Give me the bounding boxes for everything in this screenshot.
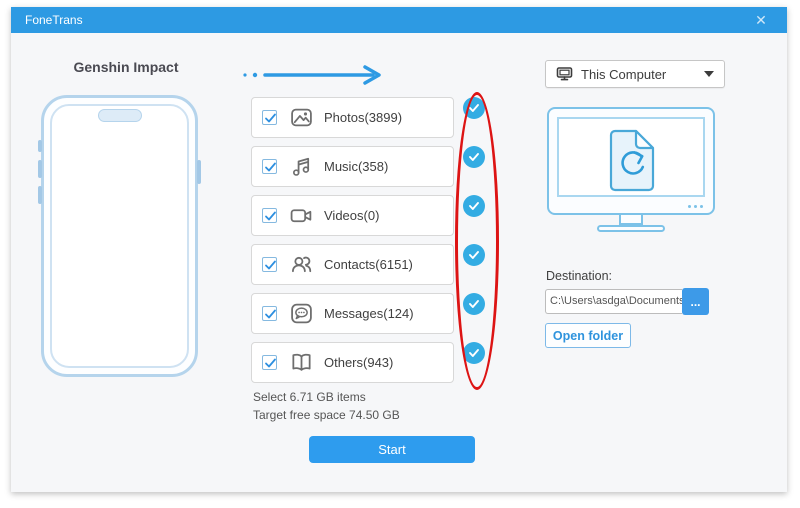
messages-checkbox[interactable] — [262, 306, 277, 321]
chevron-down-icon — [704, 71, 714, 77]
monitor-icon — [556, 66, 573, 82]
category-row-videos[interactable]: Videos(0) — [251, 195, 454, 236]
category-row-photos[interactable]: Photos(3899) — [251, 97, 454, 138]
selected-size-text: Select 6.71 GB items — [253, 390, 366, 404]
music-icon — [290, 155, 313, 178]
monitor-stand-neck — [619, 215, 643, 225]
app-window: FoneTrans ✕ Genshin Impact Photos(3899 — [11, 7, 787, 492]
phone-illustration — [38, 95, 201, 377]
destination-path-field[interactable]: C:\Users\asdga\Documents\ — [545, 289, 682, 314]
videos-checkbox[interactable] — [262, 208, 277, 223]
target-device-dropdown[interactable]: This Computer — [545, 60, 725, 88]
category-row-others[interactable]: Others(943) — [251, 342, 454, 383]
title-bar: FoneTrans ✕ — [11, 7, 787, 33]
category-label: Messages(124) — [324, 306, 414, 321]
photos-icon — [290, 106, 313, 129]
others-checkbox[interactable] — [262, 355, 277, 370]
sync-file-icon — [606, 129, 656, 198]
category-row-music[interactable]: Music(358) — [251, 146, 454, 187]
others-icon — [290, 351, 313, 374]
phone-screen — [50, 104, 189, 368]
destination-label: Destination: — [546, 269, 613, 283]
messages-icon — [290, 302, 313, 325]
check-circle-others-icon — [463, 342, 485, 364]
selection-summary: Select 6.71 GB items Target free space 7… — [253, 388, 400, 424]
start-button[interactable]: Start — [309, 436, 475, 463]
contacts-icon — [290, 253, 313, 276]
phone-power-button — [197, 160, 201, 184]
open-folder-button[interactable]: Open folder — [545, 323, 631, 348]
category-list: Photos(3899) Music(358) Videos(0) — [251, 97, 454, 391]
category-row-contacts[interactable]: Contacts(6151) — [251, 244, 454, 285]
category-row-messages[interactable]: Messages(124) — [251, 293, 454, 334]
category-label: Videos(0) — [324, 208, 380, 223]
videos-icon — [290, 204, 313, 227]
browse-button[interactable]: ... — [682, 288, 709, 315]
monitor-stand-base — [597, 225, 665, 232]
category-label: Music(358) — [324, 159, 389, 174]
check-circle-photos-icon — [463, 97, 485, 119]
category-label: Photos(3899) — [324, 110, 403, 125]
device-name: Genshin Impact — [73, 59, 179, 75]
phone-volume-up-button — [38, 160, 42, 178]
phone-notch — [97, 109, 142, 122]
music-checkbox[interactable] — [262, 159, 277, 174]
check-circle-music-icon — [463, 146, 485, 168]
check-circle-videos-icon — [463, 195, 485, 217]
check-circle-contacts-icon — [463, 244, 485, 266]
app-title: FoneTrans — [25, 13, 83, 27]
contacts-checkbox[interactable] — [262, 257, 277, 272]
phone-mute-button — [38, 140, 42, 152]
photos-checkbox[interactable] — [262, 110, 277, 125]
category-label: Contacts(6151) — [324, 257, 413, 272]
monitor-dots-icon — [688, 205, 703, 208]
transfer-status-column — [463, 97, 485, 391]
category-label: Others(943) — [324, 355, 394, 370]
target-device-label: This Computer — [581, 66, 667, 82]
close-icon[interactable]: ✕ — [755, 12, 767, 28]
free-space-text: Target free space 74.50 GB — [253, 408, 400, 422]
check-circle-messages-icon — [463, 293, 485, 315]
transfer-arrow-icon — [241, 65, 391, 85]
phone-volume-down-button — [38, 186, 42, 204]
